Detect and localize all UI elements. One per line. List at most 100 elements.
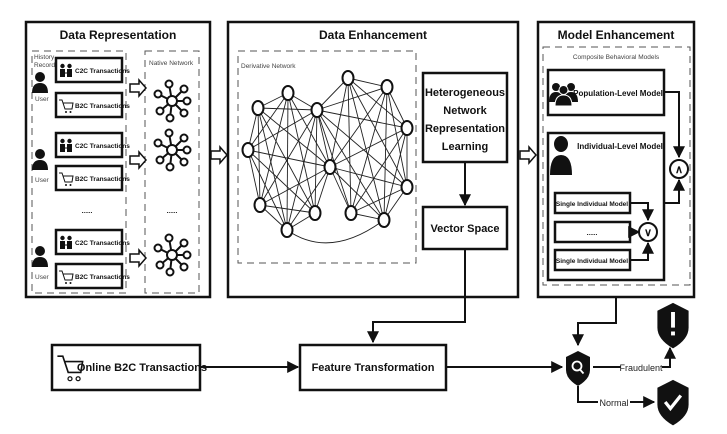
single-individual-model-label: Single Individual Model bbox=[556, 201, 628, 208]
network-node bbox=[323, 159, 337, 175]
network-edge bbox=[247, 109, 318, 151]
hnrl-line-3: Representation bbox=[425, 123, 505, 135]
model-enhancement-title: Model Enhancement bbox=[558, 28, 675, 42]
network-edge bbox=[314, 109, 318, 214]
network-edge bbox=[287, 92, 331, 168]
and-symbol: ∧ bbox=[675, 164, 683, 176]
network-edge bbox=[259, 109, 318, 206]
or-gate bbox=[638, 222, 658, 242]
population-icon bbox=[549, 83, 578, 107]
network-edge bbox=[350, 186, 408, 214]
network-edge bbox=[257, 107, 261, 206]
alert-shield-icon bbox=[657, 302, 689, 349]
model-enhancement-panel: Model Enhancement Composite Behavioral M… bbox=[536, 20, 696, 299]
derivative-network-label: Derivative Network bbox=[241, 63, 296, 70]
network-edge bbox=[259, 166, 331, 206]
network-edge bbox=[316, 109, 331, 168]
b2c-transactions-box bbox=[54, 91, 124, 119]
composite-models-group bbox=[542, 46, 691, 286]
native-network-group bbox=[144, 50, 200, 294]
individual-model-label: Individual-Level Model bbox=[577, 142, 663, 151]
user-record-1: User C2C Transactions B2C Transactions bbox=[32, 56, 130, 119]
network-edge bbox=[329, 166, 408, 188]
network-edge bbox=[329, 127, 408, 168]
c2c-transactions-label: C2C Transactions bbox=[75, 143, 130, 150]
network-node bbox=[253, 197, 267, 213]
data-enhancement-panel: Data Enhancement Derivative Network Hete… bbox=[226, 20, 520, 299]
network-node bbox=[344, 205, 358, 221]
derivative-network-group bbox=[237, 50, 417, 264]
network-node bbox=[380, 79, 394, 95]
network-node bbox=[241, 142, 255, 158]
network-edge bbox=[329, 166, 352, 214]
network-node bbox=[377, 212, 391, 228]
arrow-right-icon bbox=[519, 146, 537, 164]
network-edge bbox=[247, 149, 261, 206]
network-edge bbox=[247, 92, 289, 151]
history-record-label: History bbox=[34, 54, 55, 61]
network-edge bbox=[329, 166, 385, 221]
b2c-transactions-box bbox=[54, 262, 124, 290]
network-edge bbox=[259, 204, 316, 214]
online-b2c-label: Online B2C Transactions bbox=[77, 362, 207, 374]
online-b2c-box bbox=[50, 343, 202, 392]
network-edge bbox=[316, 86, 388, 111]
single-individual-model-label: Single Individual Model bbox=[556, 258, 628, 265]
network-node bbox=[251, 100, 265, 116]
network-edge bbox=[347, 77, 352, 214]
network-edge bbox=[347, 77, 408, 129]
network-edge bbox=[316, 77, 349, 111]
network-node bbox=[310, 102, 324, 118]
network-edge bbox=[386, 86, 408, 188]
c2c-transactions-label: C2C Transactions bbox=[75, 240, 130, 247]
b2c-transactions-box bbox=[54, 164, 124, 192]
shopping-cart-icon bbox=[57, 355, 84, 382]
network-edge bbox=[247, 149, 316, 214]
ellipsis: ...... bbox=[167, 208, 178, 215]
network-edge bbox=[286, 219, 385, 244]
bottom-flow: Online B2C Transactions Feature Transfor… bbox=[50, 249, 689, 426]
vector-space-box bbox=[421, 205, 509, 251]
user-label: User bbox=[35, 274, 50, 281]
data-enhancement-title: Data Enhancement bbox=[319, 28, 427, 42]
user-label: User bbox=[35, 96, 50, 103]
feature-transformation-box bbox=[298, 343, 448, 392]
fraudulent-arrow bbox=[593, 346, 676, 368]
network-node bbox=[400, 120, 414, 136]
network-edge bbox=[316, 109, 408, 129]
ellipsis: ...... bbox=[82, 208, 93, 215]
network-edge bbox=[316, 109, 385, 221]
network-edge bbox=[350, 127, 408, 214]
network-edge bbox=[287, 92, 316, 214]
b2c-transactions-label: B2C Transactions bbox=[75, 274, 130, 281]
hnrl-line-1: Heterogeneous bbox=[425, 87, 505, 99]
network-edge bbox=[247, 149, 288, 231]
arrow-right-icon bbox=[210, 146, 228, 164]
hnrl-line-4: Learning bbox=[442, 141, 488, 153]
data-representation-panel: Data Representation History Record Nativ… bbox=[24, 20, 212, 299]
network-node bbox=[280, 222, 294, 238]
normal-label: Normal bbox=[599, 398, 628, 408]
b2c-transactions-label: B2C Transactions bbox=[75, 103, 130, 110]
network-edge bbox=[257, 107, 331, 168]
and-gate bbox=[669, 159, 689, 179]
or-symbol: ∨ bbox=[644, 227, 652, 239]
hnrl-line-2: Network bbox=[443, 105, 487, 117]
ellipsis: ...... bbox=[587, 230, 598, 237]
network-node bbox=[400, 179, 414, 195]
network-edge bbox=[259, 92, 289, 206]
network-node bbox=[341, 70, 355, 86]
network-edge bbox=[247, 149, 331, 168]
network-edge bbox=[314, 166, 331, 214]
network-edge bbox=[286, 92, 289, 231]
derivative-network-graph bbox=[241, 70, 414, 244]
network-node bbox=[281, 85, 295, 101]
individual-user-icon bbox=[550, 136, 572, 175]
search-shield-icon bbox=[566, 351, 590, 386]
vector-space-label: Vector Space bbox=[430, 223, 499, 235]
history-record-label-2: Record bbox=[34, 62, 55, 69]
network-node bbox=[308, 205, 322, 221]
vector-to-feature-arrow bbox=[367, 249, 466, 344]
fraudulent-label: Fraudulent bbox=[619, 363, 663, 373]
